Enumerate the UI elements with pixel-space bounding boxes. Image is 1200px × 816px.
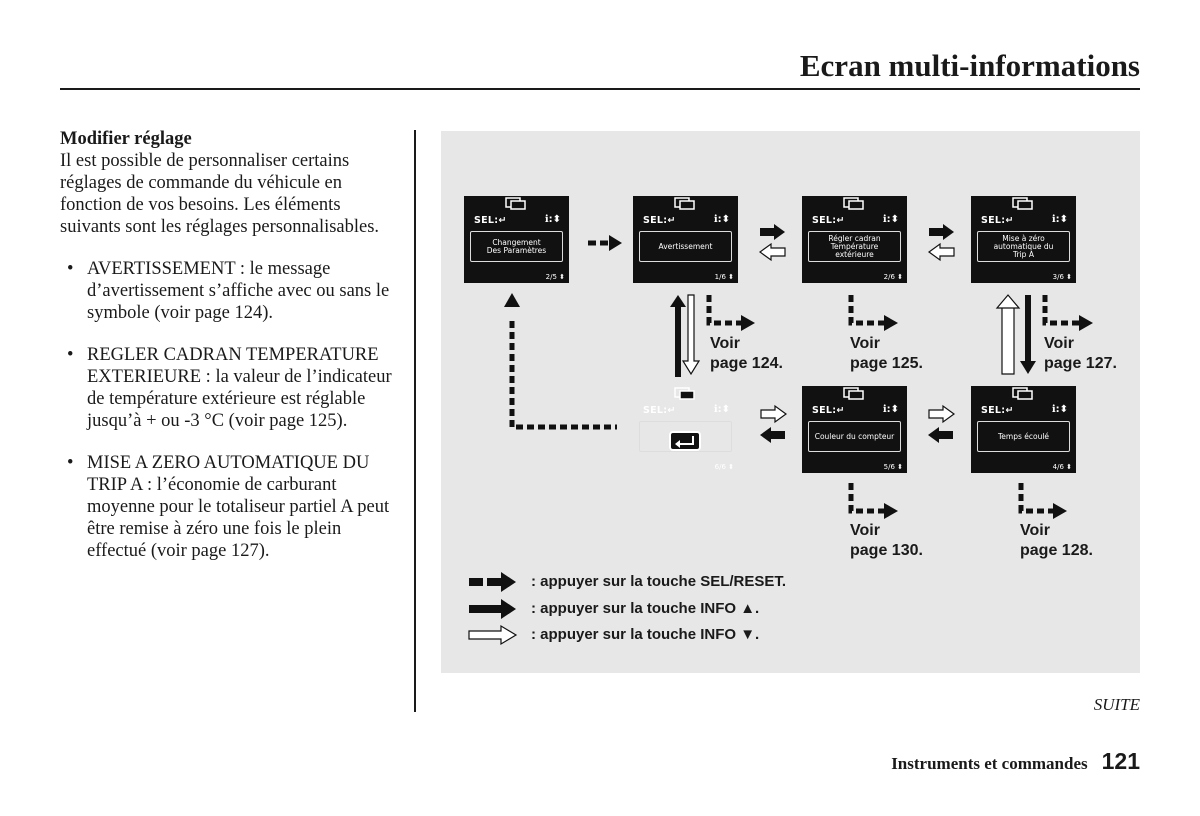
intro-paragraph: Il est possible de personnaliser certain… xyxy=(60,151,380,237)
footer-section: Instruments et commandes xyxy=(891,754,1088,773)
dashed-arrow-icon xyxy=(588,235,622,251)
screen-label: Changement Des Paramètres xyxy=(470,231,563,262)
info-label: ℹ:⬍ xyxy=(713,404,730,415)
text-column: Modifier réglage Il est possible de pers… xyxy=(60,128,405,582)
display-screen: SEL:↵ ℹ:⬍ Changement Des Paramètres 2/5 … xyxy=(464,196,569,283)
info-label: ℹ:⬍ xyxy=(1051,214,1068,225)
sel-label: SEL:↵ xyxy=(981,215,1014,226)
list-item-text: AVERTISSEMENT : le message d’avertisseme… xyxy=(87,259,390,323)
info-label: ℹ:⬍ xyxy=(882,214,899,225)
list-item: • REGLER CADRAN TEMPERATURE EXTERIEURE : … xyxy=(60,344,405,432)
legend-dashed-text: : appuyer sur la touche SEL/RESET. xyxy=(531,573,787,590)
sel-label: SEL:↵ xyxy=(981,405,1014,416)
solid-arrow-icon xyxy=(760,224,954,240)
info-label: ℹ:⬍ xyxy=(1051,404,1068,415)
sel-label: SEL:↵ xyxy=(812,405,845,416)
list-item: • AVERTISSEMENT : le message d’avertissem… xyxy=(60,258,405,324)
legend-solid-icon xyxy=(469,599,516,619)
info-display-icon xyxy=(843,197,864,210)
screen-page: 2/5 ⬍ xyxy=(545,273,565,281)
display-screen: SEL:↵ ℹ:⬍ Avertissement 1/6 ⬍ xyxy=(633,196,738,283)
sel-label: SEL:↵ xyxy=(474,215,507,226)
page-title: Ecran multi-informations xyxy=(799,48,1140,83)
info-display-icon xyxy=(1012,197,1033,210)
return-icon xyxy=(669,431,701,451)
info-display-icon xyxy=(1012,387,1033,400)
display-screen: SEL:↵ ℹ:⬍ 6/6 ⬍ xyxy=(633,386,738,473)
info-display-icon xyxy=(674,197,695,210)
screen-label: Mise à zéro automatique du Trip A xyxy=(977,231,1070,262)
info-label: ℹ:⬍ xyxy=(882,404,899,415)
list-item: • MISE A ZERO AUTOMATIQUE DU TRIP A : l’é… xyxy=(60,452,405,562)
settings-flow-diagram: SEL:↵ ℹ:⬍ Changement Des Paramètres 2/5 … xyxy=(441,131,1140,673)
bullet-icon: • xyxy=(67,345,74,365)
info-display-icon xyxy=(505,197,526,210)
flow-arrows xyxy=(468,224,1093,646)
legend-hollow-text: : appuyer sur la touche INFO ▼. xyxy=(531,626,760,643)
legend-dashed-icon xyxy=(469,572,516,592)
section-heading: Modifier réglage xyxy=(60,129,192,149)
info-display-icon xyxy=(843,387,864,400)
screen-label: Régler cadran Température extérieure xyxy=(808,231,901,262)
display-screen: SEL:↵ ℹ:⬍ Mise à zéro automatique du Tri… xyxy=(971,196,1076,283)
screen-label: Temps écoulé xyxy=(977,421,1070,452)
screen-page: 2/6 ⬍ xyxy=(883,273,903,281)
list-item-text: MISE A ZERO AUTOMATIQUE DU TRIP A : l’éc… xyxy=(87,453,390,561)
screen-page: 5/6 ⬍ xyxy=(883,463,903,471)
info-display-icon xyxy=(674,387,695,400)
legend-solid-text: : appuyer sur la touche INFO ▲. xyxy=(531,600,760,617)
bottom-row-arrows xyxy=(760,404,956,443)
header-rule xyxy=(60,88,1140,90)
sel-label: SEL:↵ xyxy=(643,405,676,416)
info-label: ℹ:⬍ xyxy=(544,214,561,225)
screen-label: Avertissement xyxy=(639,231,732,262)
bullet-icon: • xyxy=(67,453,74,473)
continued-label: SUITE xyxy=(1093,695,1140,714)
column-divider xyxy=(414,130,416,712)
page-number: 121 xyxy=(1101,748,1140,774)
settings-list: • AVERTISSEMENT : le message d’avertissem… xyxy=(60,258,405,562)
screen-page: 6/6 ⬍ xyxy=(714,463,734,471)
page-footer: Instruments et commandes 121 xyxy=(891,748,1140,775)
vertical-arrows xyxy=(670,294,1036,377)
screen-label: Couleur du compteur xyxy=(808,421,901,452)
display-screen: SEL:↵ ℹ:⬍ Régler cadran Température exté… xyxy=(802,196,907,283)
screen-page: 1/6 ⬍ xyxy=(714,273,734,281)
info-label: ℹ:⬍ xyxy=(713,214,730,225)
display-screen: SEL:↵ ℹ:⬍ Temps écoulé 4/6 ⬍ xyxy=(971,386,1076,473)
screen-label xyxy=(639,421,732,452)
sel-label: SEL:↵ xyxy=(643,215,676,226)
dashed-l-arrows xyxy=(509,295,1079,514)
list-item-text: REGLER CADRAN TEMPERATURE EXTERIEURE : l… xyxy=(87,345,392,431)
sel-label: SEL:↵ xyxy=(812,215,845,226)
display-screen: SEL:↵ ℹ:⬍ Couleur du compteur 5/6 ⬍ xyxy=(802,386,907,473)
screen-page: 3/6 ⬍ xyxy=(1052,273,1072,281)
screen-page: 4/6 ⬍ xyxy=(1052,463,1072,471)
bullet-icon: • xyxy=(67,259,74,279)
hollow-arrow-icon xyxy=(758,242,955,262)
legend-hollow-icon xyxy=(468,624,518,646)
